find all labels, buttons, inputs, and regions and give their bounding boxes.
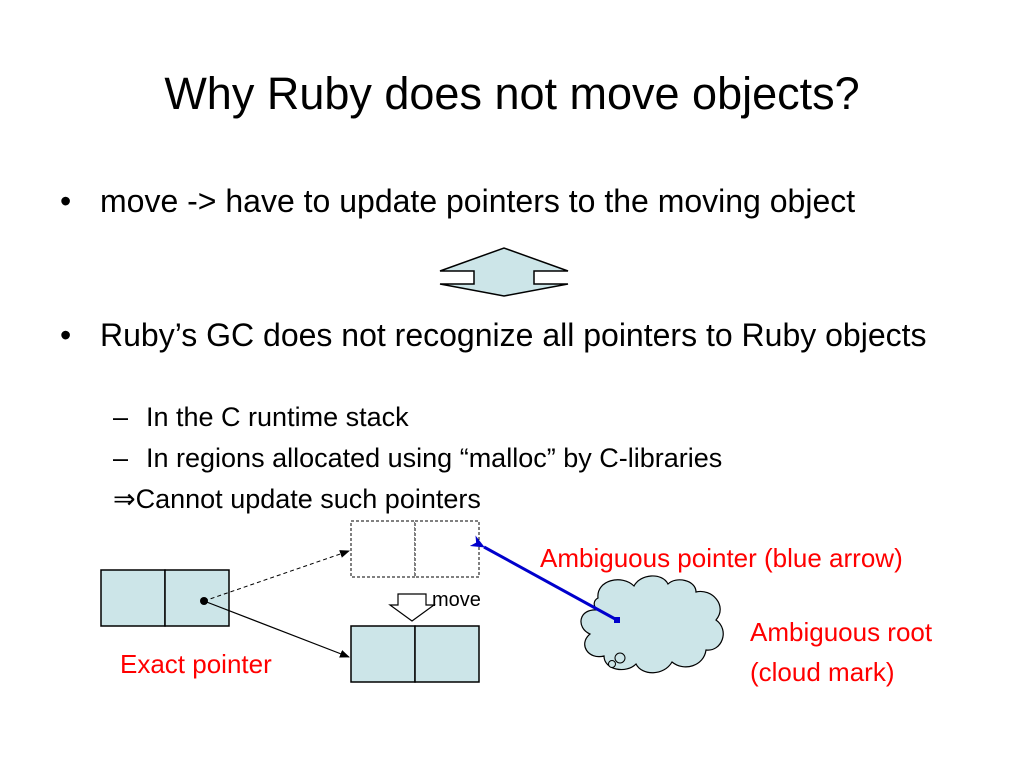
cloud-tail-circle-large: [614, 652, 626, 664]
bullet-marker: •: [60, 317, 72, 353]
source-object-left-cell: [100, 569, 166, 627]
exact-pointer-label: Exact pointer: [120, 649, 272, 679]
old-pointer-dashed-arrow: [203, 550, 350, 602]
bullet-text: move -> have to update pointers to the m…: [100, 183, 856, 219]
move-arrow-icon: [388, 593, 436, 622]
ambiguous-root-label-line2: (cloud mark): [750, 657, 895, 687]
source-object-right-cell: [164, 569, 230, 627]
exact-pointer-arrow: [203, 600, 350, 658]
new-location-left-cell: [350, 625, 416, 683]
ambiguous-pointer-label: Ambiguous pointer (blue arrow): [540, 543, 903, 573]
subbullet-text: In regions allocated using “malloc” by C…: [146, 443, 723, 473]
move-label: move: [432, 589, 481, 611]
ambiguous-pointer-arrow: [469, 535, 618, 622]
subbullet-marker: –: [113, 402, 129, 432]
subbullet-text: In the C runtime stack: [146, 402, 409, 432]
bullet-marker: •: [60, 183, 72, 219]
cloud-tail-circle-small: [608, 660, 616, 668]
bullet-text: Ruby’s GC does not recognize all pointer…: [100, 317, 927, 353]
double-arrow-icon: [439, 247, 569, 297]
slide-title: Why Ruby does not move objects?: [164, 68, 860, 119]
old-location-right-cell: [414, 520, 480, 578]
ambiguous-root-label-line1: Ambiguous root: [750, 617, 933, 647]
subbullet-marker: –: [113, 443, 129, 473]
old-location-left-cell: [350, 520, 416, 578]
new-location-right-cell: [414, 625, 480, 683]
cloud-icon: [580, 575, 724, 674]
implication-text: ⇒Cannot update such pointers: [113, 484, 481, 514]
ambiguous-pointer-origin: [614, 617, 620, 623]
